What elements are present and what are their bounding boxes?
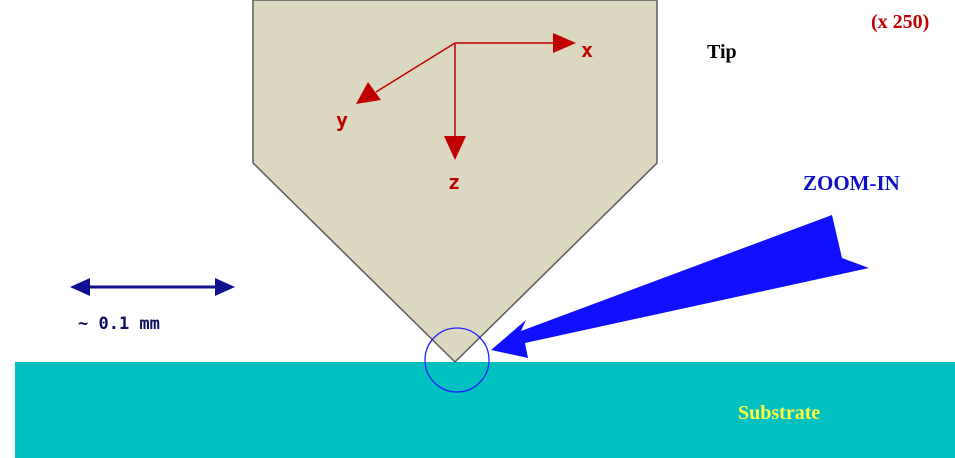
tip-shape: [252, 0, 658, 364]
scale-left-arrowhead: [70, 278, 90, 296]
zoom-in-label: ZOOM-IN: [803, 171, 900, 195]
x-axis-label: x: [581, 38, 593, 62]
z-axis-label: z: [448, 170, 460, 194]
x-axis-arrowhead: [553, 33, 576, 53]
y-axis-label: y: [336, 108, 348, 132]
y-axis-line: [375, 42, 456, 93]
z-axis-arrowhead: [444, 136, 466, 160]
zoom-in-arrow: [491, 215, 869, 358]
coordinate-axes: x y z: [336, 33, 593, 194]
scale-right-arrowhead: [215, 278, 235, 296]
scale-bar: [70, 278, 235, 296]
tip-label: Tip: [707, 41, 737, 63]
substrate-label: Substrate: [738, 402, 820, 424]
zoom-circle: [424, 327, 490, 393]
magnification-label: (x 250): [871, 11, 929, 33]
substrate-block: [15, 362, 955, 458]
scale-label: ~ 0.1 mm: [78, 314, 160, 334]
y-axis-arrowhead: [356, 82, 381, 104]
